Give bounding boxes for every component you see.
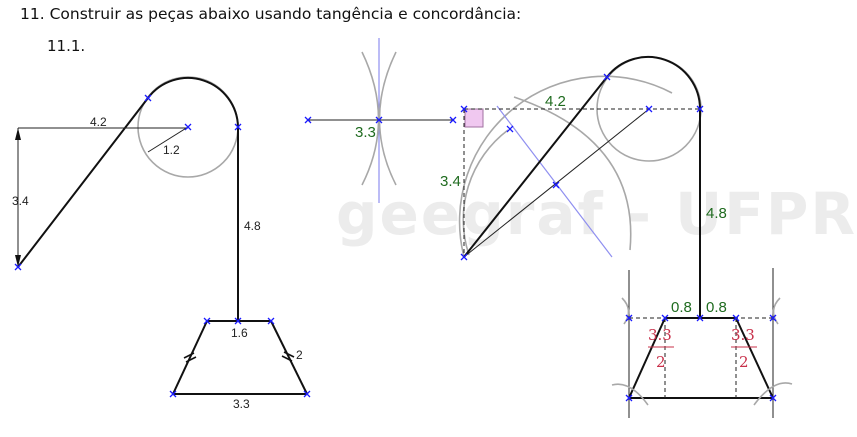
arrow-head-down: [15, 255, 21, 267]
right-point-markers: [304, 73, 777, 402]
left-figure: 4.2 1.2 3.4 4.8 1.6 2 3.3: [12, 76, 311, 411]
arc-mark-3: [611, 383, 649, 406]
label-1-6: 1.6: [231, 326, 248, 340]
fraction-right-numerator: 3.3: [731, 326, 755, 344]
watermark: geegraf - UFPR: [336, 180, 857, 248]
right-figure: 3.3 3.4 4.2 4.8 0.8 0.8 3.3 2 3.3 2: [304, 38, 793, 418]
left-radius-line: [147, 126, 189, 153]
arc-mark-2: [772, 297, 781, 325]
right-trap-left: [628, 317, 666, 399]
label-3-3: 3.3: [233, 397, 250, 411]
label-r-4-2: 4.2: [545, 93, 566, 110]
arrow-head-up: [15, 128, 21, 140]
exercise-number: 11.1.: [47, 37, 86, 55]
fraction-right: 3.3 2: [731, 326, 757, 371]
center-connector: [463, 108, 650, 258]
construction-arc-b: [378, 51, 397, 186]
fraction-left-numerator: 3.3: [648, 326, 672, 344]
label-r-3-4: 3.4: [440, 173, 461, 190]
left-trap-left: [172, 320, 208, 395]
label-4-2: 4.2: [90, 115, 107, 129]
left-top-arc: [147, 77, 239, 128]
perpendicular-bisector-large: [496, 105, 613, 258]
fraction-left-denominator: 2: [656, 353, 666, 371]
fraction-right-denominator: 2: [739, 353, 749, 371]
right-angle-marker: [464, 108, 484, 128]
label-1-2: 1.2: [163, 143, 180, 157]
label-r-4-8: 4.8: [706, 205, 727, 222]
fraction-left: 3.3 2: [648, 326, 674, 371]
left-slant-edge: [17, 97, 149, 268]
page-title: 11. Construir as peças abaixo usando tan…: [20, 5, 522, 23]
arc-mark-1: [621, 297, 630, 325]
arc-mark-4: [753, 382, 793, 406]
label-r-0-8-right: 0.8: [706, 299, 727, 316]
left-point-markers: [14, 94, 311, 398]
label-r-0-8-left: 0.8: [671, 299, 692, 316]
label-2: 2: [296, 348, 303, 362]
right-top-arc: [606, 55, 701, 110]
label-3-4: 3.4: [12, 194, 29, 208]
construction-arc-inner: [462, 129, 509, 256]
right-slant-edge: [463, 76, 608, 258]
construction-arc-large: [458, 75, 673, 258]
construction-arc-a: [361, 51, 380, 186]
label-4-8: 4.8: [244, 219, 261, 233]
right-trap-right: [735, 317, 774, 399]
left-side-tick-marks: [183, 351, 295, 363]
label-r-3-3: 3.3: [355, 124, 376, 141]
left-trap-right: [270, 320, 308, 395]
